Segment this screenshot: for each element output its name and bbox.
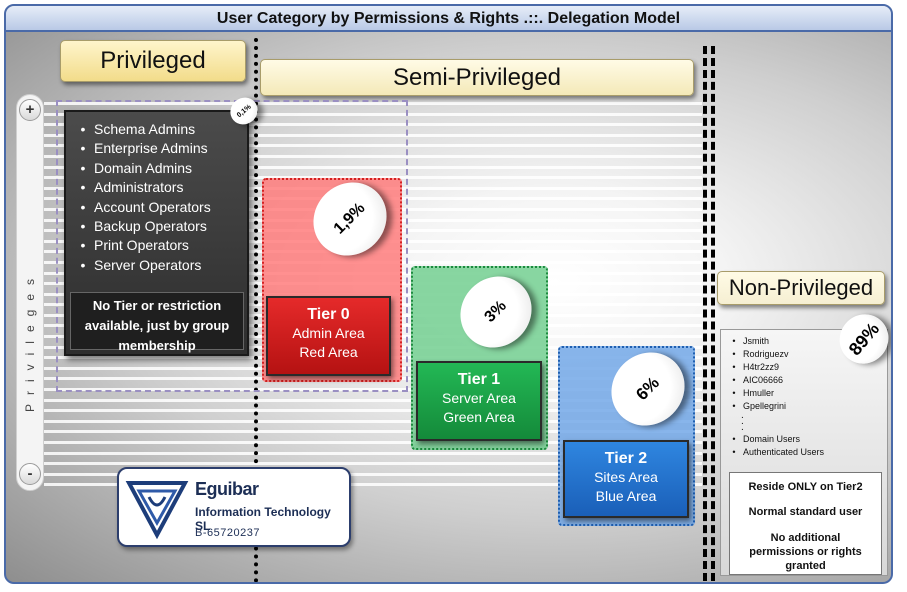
privileges-axis-label: Privileges: [18, 270, 42, 412]
non-privileged-panel: Jsmith Rodriguezv H4tr2zz9 AIC06666 Hmul…: [720, 329, 888, 576]
non-privileged-users-list: Jsmith Rodriguezv H4tr2zz9 AIC06666 Hmul…: [721, 330, 887, 413]
tier1-area: Server Area: [442, 390, 516, 406]
list-item: Jsmith: [725, 335, 887, 348]
ellipsis-dot: .: [741, 416, 744, 427]
privileged-header-label: Privileged: [100, 47, 206, 74]
non-privileged-percent-text: 89%: [844, 318, 883, 359]
tier1-name: Tier 1: [457, 371, 501, 388]
list-item: Hmuller: [725, 387, 887, 400]
note-line: Normal standard user: [748, 506, 863, 518]
tier2-area: Sites Area: [594, 469, 658, 485]
privileged-groups-list: Schema Admins Enterprise Admins Domain A…: [66, 112, 247, 275]
tier0-area: Admin Area: [292, 325, 365, 341]
diagram-frame: User Category by Permissions & Rights .:…: [4, 4, 893, 584]
non-privileged-separator-right: [711, 46, 715, 581]
tier0-percent-text: 1,9%: [330, 199, 369, 238]
list-item: Backup Operators: [72, 217, 247, 236]
semi-privileged-header-label: Semi-Privileged: [392, 64, 562, 91]
note-line: Reside ONLY on Tier2: [748, 481, 863, 493]
privileges-label-text: Privileges: [22, 270, 37, 413]
company-id: B-65720237: [195, 527, 260, 539]
tier1-percent-text: 3%: [481, 297, 510, 326]
list-item: Administrators: [72, 178, 247, 197]
list-item: Enterprise Admins: [72, 139, 247, 158]
list-item: Domain Admins: [72, 159, 247, 178]
list-item: Gpellegrini: [725, 400, 887, 413]
ellipsis-dot: .: [741, 422, 744, 433]
company-logo-icon: [125, 481, 189, 540]
tier0-color-name: Red Area: [299, 344, 358, 360]
decrease-privilege-button[interactable]: -: [19, 463, 41, 485]
tier0-box: Tier 0 Admin Area Red Area: [266, 296, 391, 376]
list-item: Print Operators: [72, 236, 247, 255]
company-subtitle: Information Technology SL: [195, 505, 331, 533]
list-item: Schema Admins: [72, 120, 247, 139]
tier2-box: Tier 2 Sites Area Blue Area: [563, 440, 689, 518]
increase-privilege-button[interactable]: +: [19, 99, 41, 121]
non-privileged-groups-list: Domain Users Authenticated Users: [721, 431, 887, 459]
non-privileged-header: Non-Privileged: [717, 271, 885, 305]
privileged-header: Privileged: [60, 40, 246, 82]
tier2-color-name: Blue Area: [595, 488, 657, 504]
privileged-separator: [254, 38, 258, 582]
privileged-groups-panel: Schema Admins Enterprise Admins Domain A…: [64, 110, 249, 356]
non-privileged-note: Reside ONLY on Tier2 Normal standard use…: [729, 472, 882, 575]
semi-privileged-header: Semi-Privileged: [260, 59, 694, 96]
privileged-note: No Tier or restriction available, just b…: [70, 292, 244, 353]
diagram-title: User Category by Permissions & Rights .:…: [6, 6, 891, 32]
list-item: Server Operators: [72, 256, 247, 275]
tier1-color-name: Green Area: [443, 409, 515, 425]
privileges-slider[interactable]: + Privileges -: [16, 94, 44, 491]
list-item: Account Operators: [72, 198, 247, 217]
list-item: AIC06666: [725, 374, 887, 387]
non-privileged-separator-left: [703, 46, 707, 581]
ellipsis-dot: .: [741, 410, 744, 421]
privileged-percent-text: 0,1%: [235, 103, 253, 119]
privileged-scope-box: [56, 100, 408, 392]
note-line: No additional permissions or rights gran…: [749, 532, 862, 572]
list-item: Domain Users: [725, 433, 887, 446]
ellipsis-dots: . . .: [721, 410, 887, 433]
list-item: H4tr2zz9: [725, 361, 887, 374]
tier1-box: Tier 1 Server Area Green Area: [416, 361, 542, 441]
company-name: Eguibar: [195, 479, 259, 499]
non-privileged-header-label: Non-Privileged: [728, 275, 874, 300]
list-item: Rodriguezv: [725, 348, 887, 361]
tier2-percent-text: 6%: [632, 373, 664, 405]
list-item: Authenticated Users: [725, 446, 887, 459]
tier2-name: Tier 2: [604, 450, 648, 467]
company-logo-card: Eguibar Information Technology SL B-6572…: [117, 467, 351, 547]
tier0-name: Tier 0: [307, 306, 350, 323]
